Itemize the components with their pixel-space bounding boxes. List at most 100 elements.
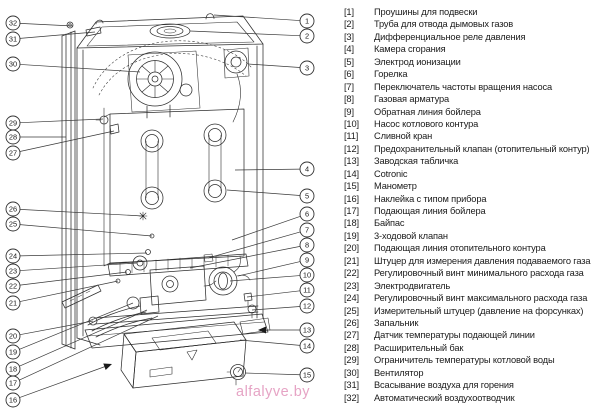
callout-number: 5 [305, 192, 309, 201]
callout-1: 1 [213, 13, 315, 29]
parts-legend: [1]Проушины для подвески[2]Труба для отв… [344, 6, 598, 404]
callout-number: 13 [303, 326, 311, 335]
burner-rail [107, 253, 249, 277]
legend-item: [18]Байпас [344, 217, 598, 229]
legend-item-label: 3-ходовой клапан [374, 230, 448, 241]
legend-item: [15] Манометр [344, 180, 598, 192]
legend-item-number: [11] [344, 131, 359, 142]
legend-item: [12]Предохранительный клапан (отопительн… [344, 143, 598, 155]
callout-11: 11 [246, 282, 315, 298]
legend-item: [5] Электрод ионизации [344, 56, 598, 68]
callout-number: 14 [303, 342, 311, 351]
legend-item-number: [30] [344, 367, 359, 378]
legend-item-label: Всасывание воздуха для горения [374, 380, 514, 391]
legend-item-number: [29] [344, 355, 359, 366]
callout-number: 10 [303, 271, 311, 280]
callout-4: 4 [234, 161, 315, 177]
legend-item-label: Подающая линия отопительного контура [374, 243, 546, 254]
callout-layer: 1234567891011121314151617181920212223242… [5, 13, 315, 408]
legend-item-label: Сливной кран [374, 131, 433, 142]
legend-item: [28]Расширительный бак [344, 342, 598, 354]
legend-item-label: Манометр [374, 181, 417, 192]
legend-item: [7] Переключатель частоты вращения насоса [344, 81, 598, 93]
legend-item-label: Камера сгорания [374, 44, 446, 55]
legend-item-label: Cotronic [374, 168, 408, 179]
hydraulic-base [94, 305, 259, 325]
legend-item-number: [2] [344, 19, 354, 30]
legend-item-number: [5] [344, 56, 354, 67]
callout-number: 23 [9, 267, 17, 276]
legend-item: [32] Автоматический воздухоотводчик [344, 392, 598, 404]
callout-10: 10 [229, 267, 315, 283]
legend-item-number: [27] [344, 330, 359, 341]
legend-item: [1]Проушины для подвески [344, 6, 598, 18]
callout-number: 26 [9, 205, 17, 214]
legend-item-label: Электрод ионизации [374, 56, 461, 67]
control-box [120, 321, 247, 389]
callout-number: 12 [303, 302, 311, 311]
legend-item: [6]Горелка [344, 68, 598, 80]
callout-number: 24 [9, 252, 17, 261]
legend-item-number: [25] [344, 305, 359, 316]
legend-item-number: [26] [344, 317, 359, 328]
legend-item-number: [6] [344, 69, 354, 80]
legend-item: [29]Ограничитель температуры котловой во… [344, 354, 598, 366]
legend-item: [10]Насос котлового контура [344, 118, 598, 130]
legend-item-number: [7] [344, 81, 354, 92]
legend-item-number: [17] [344, 206, 359, 216]
legend-item-number: [10] [344, 118, 359, 129]
legend-item-number: [21] [344, 255, 359, 266]
callout-number: 4 [305, 165, 309, 174]
fan-assembly [127, 50, 201, 119]
legend-item: [26]Запальник [344, 317, 598, 329]
leader-arrow [258, 326, 266, 334]
legend-item-label: Электродвигатель [374, 280, 451, 291]
callout-30: 30 [5, 56, 141, 73]
combustion-chamber [103, 108, 245, 267]
callout-number: 22 [9, 282, 17, 291]
gas-valve-assembly [115, 233, 207, 306]
legend-item-label: Подающая линия бойлера [374, 206, 486, 216]
legend-item-number: [31] [344, 380, 359, 391]
legend-item-label: Наклейка с типом прибора [374, 193, 487, 204]
legend-item-number: [20] [344, 243, 359, 254]
callout-number: 29 [9, 119, 17, 128]
legend-item-label: Измерительный штуцер (давление на форсун… [374, 305, 584, 316]
legend-item-number: [9] [344, 106, 354, 117]
legend-item-label: Дифференциальное реле давления [374, 31, 526, 42]
legend-item-number: [3] [344, 31, 354, 42]
callout-number: 8 [305, 241, 309, 250]
flue-collar [149, 23, 191, 39]
cabinet-front-frame [76, 43, 264, 346]
legend-item-number: [13] [344, 156, 359, 167]
legend-item-number: [8] [344, 94, 354, 105]
callout-number: 21 [9, 299, 17, 308]
callout-25: 25 [5, 216, 153, 237]
callout-5: 5 [226, 188, 315, 204]
callout-19: 19 [5, 302, 134, 360]
legend-item-label: Автоматический воздухоотводчик [374, 392, 515, 403]
callout-number: 9 [305, 256, 309, 265]
legend-item-label: Газовая арматура [374, 94, 450, 105]
legend-item: [24]Регулировочный винт максимального ра… [344, 292, 598, 304]
pump [203, 253, 241, 296]
callout-number: 3 [305, 64, 309, 73]
callout-29: 29 [5, 115, 104, 131]
callout-2: 2 [189, 28, 315, 44]
legend-item-number: [24] [344, 293, 359, 304]
callout-number: 27 [9, 149, 17, 158]
legend-item-label: Переключатель частоты вращения насоса [374, 81, 552, 92]
legend-item-number: [32] [344, 392, 359, 403]
legend-item-number: [18] [344, 218, 359, 229]
legend-item: [31] Всасывание воздуха для горения [344, 379, 598, 391]
legend-item: [25] Измерительный штуцер (давление на фо… [344, 305, 598, 317]
legend-item-label: Регулировочный винт минимального расхода… [374, 268, 584, 279]
legend-item: [20] Подающая линия отопительного контура [344, 242, 598, 254]
legend-item-number: [23] [344, 280, 359, 291]
legend-item-number: [14] [344, 168, 359, 179]
legend-item-number: [15] [344, 181, 359, 192]
legend-item-number: [12] [344, 143, 359, 154]
callout-20: 20 [5, 320, 94, 344]
